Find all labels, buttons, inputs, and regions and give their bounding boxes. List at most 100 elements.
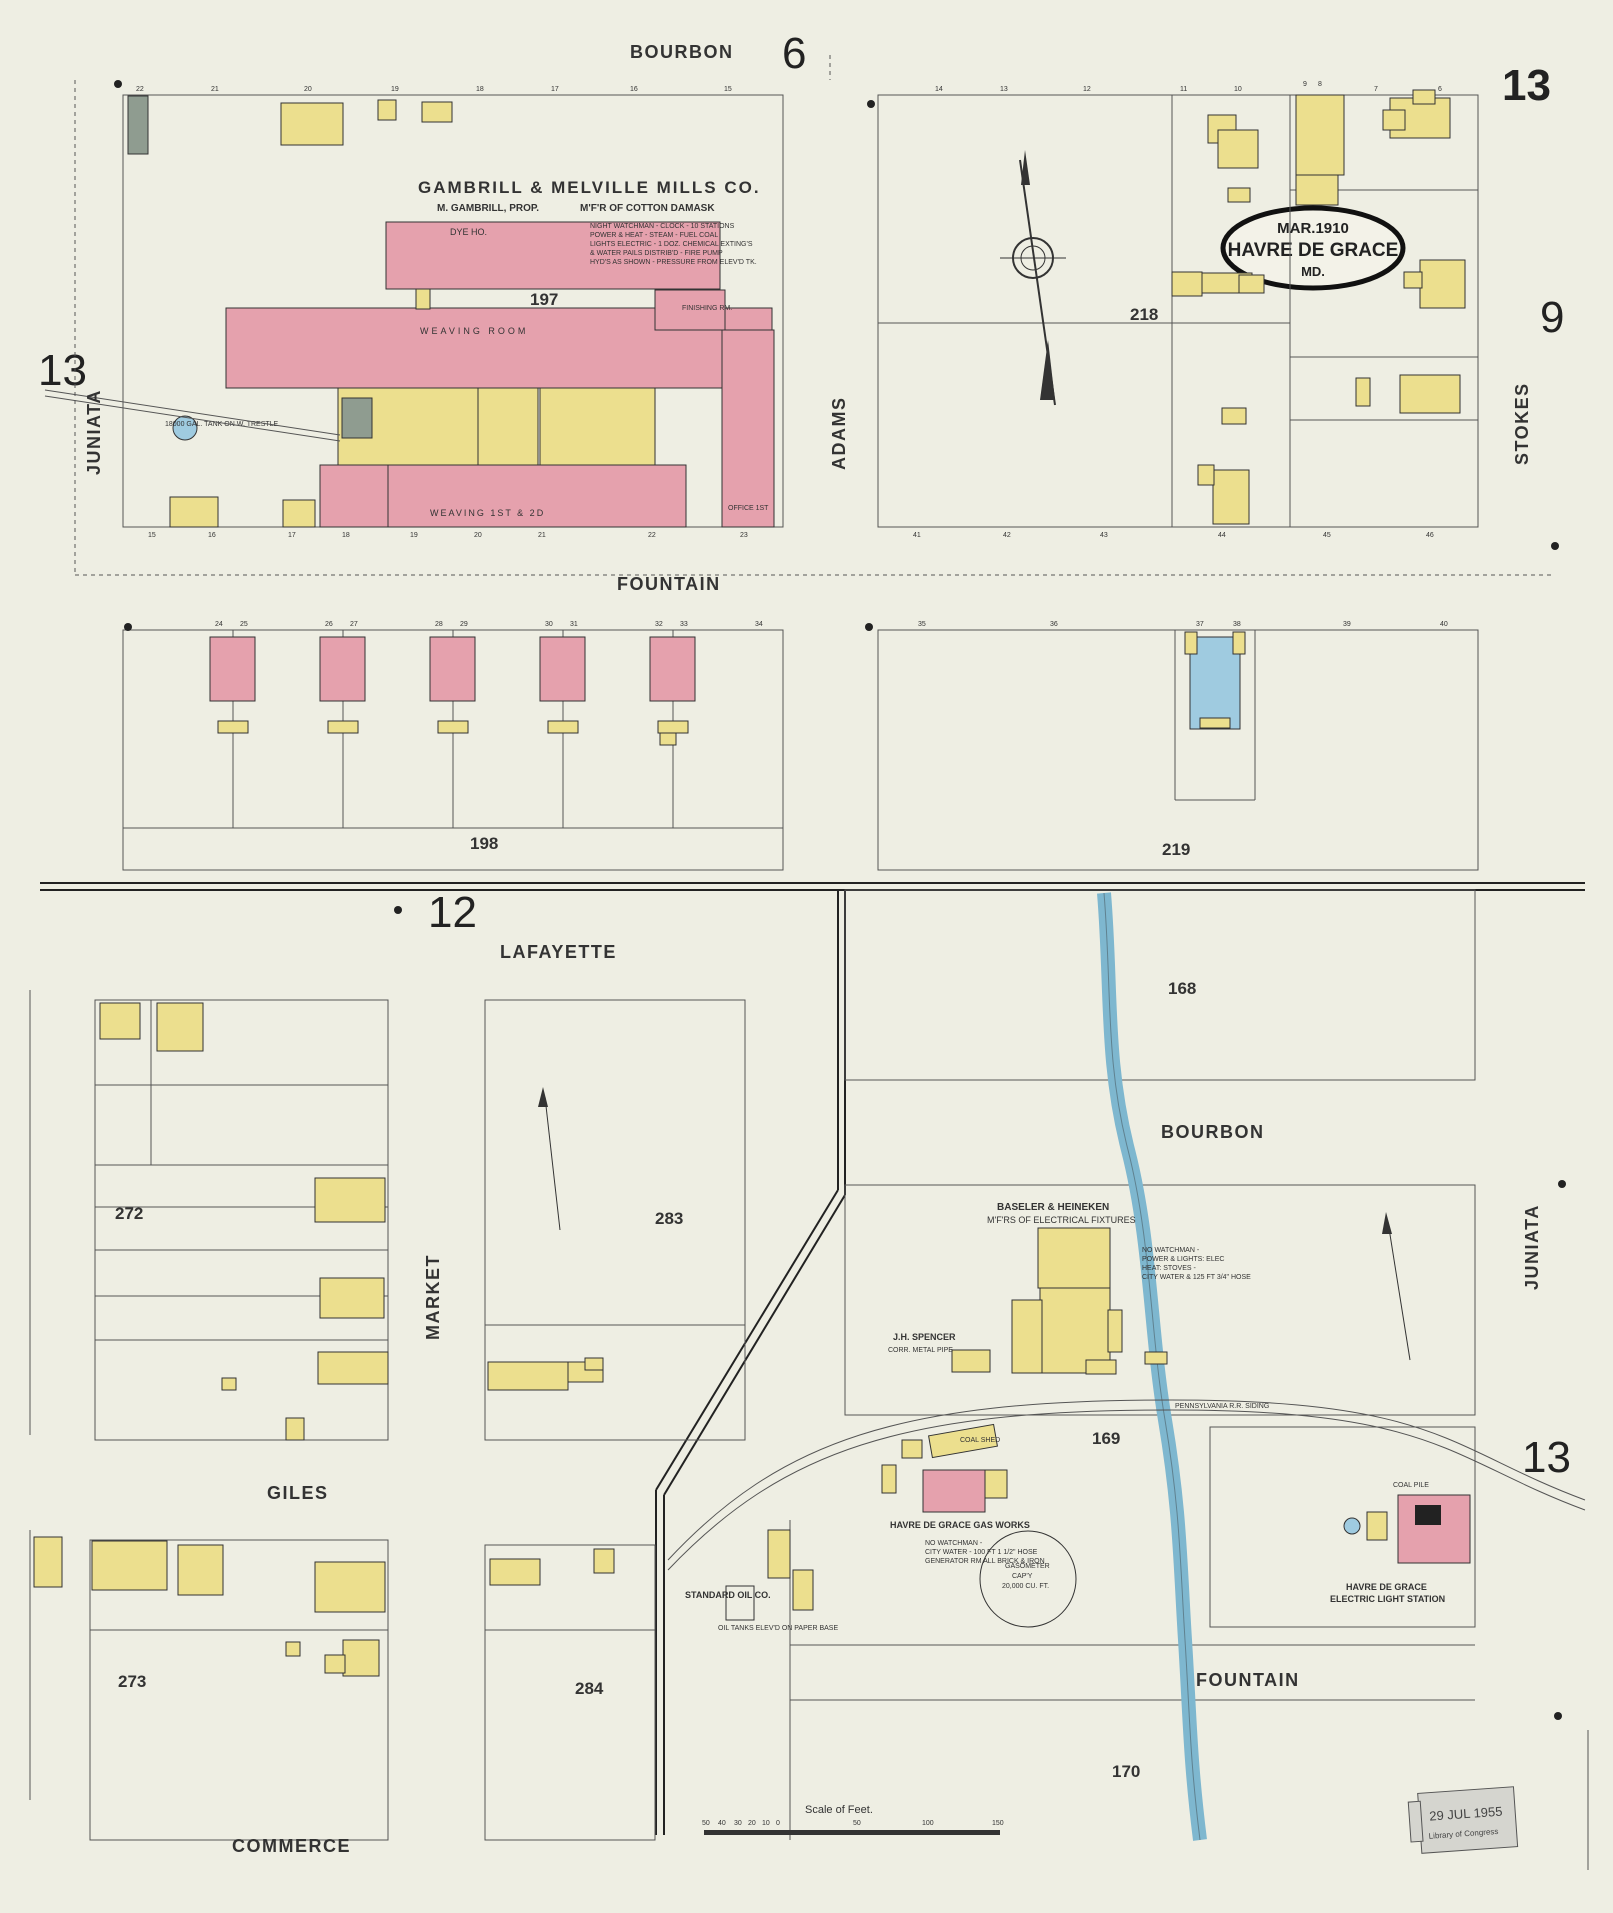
svg-text:16: 16: [630, 86, 638, 93]
svg-text:19: 19: [410, 532, 418, 539]
lot-numbers-top-right: 14 13 12 11 10 9 8 7 6: [935, 81, 1442, 93]
spencer-name: J.H. SPENCER: [893, 1332, 956, 1342]
baseler-note-3: HEAT: STOVES -: [1142, 1265, 1196, 1272]
engine-room: [341, 397, 373, 439]
gas-note-1: NO WATCHMAN -: [925, 1540, 983, 1547]
block-272-outline: [94, 999, 389, 1441]
svg-text:29: 29: [460, 621, 468, 628]
svg-text:22: 22: [648, 532, 656, 539]
street-commerce: COMMERCE: [232, 1836, 351, 1856]
svg-text:40: 40: [718, 1820, 726, 1827]
stamp-date: MAR.1910: [1277, 220, 1349, 237]
sheet-ref-left-upper: 13: [38, 346, 87, 395]
svg-text:32: 32: [655, 621, 663, 628]
oil-tanks-label: OIL TANKS ELEV'D ON PAPER BASE: [718, 1625, 838, 1632]
svg-text:38: 38: [1233, 621, 1241, 628]
stone-house: [1189, 636, 1241, 730]
svg-text:9: 9: [1303, 81, 1307, 88]
svg-text:8: 8: [1318, 81, 1322, 88]
svg-text:7: 7: [1374, 86, 1378, 93]
svg-text:12: 12: [1083, 86, 1091, 93]
street-bourbon-lower: BOURBON: [1161, 1122, 1265, 1142]
block-272: 272: [115, 1204, 143, 1223]
svg-text:20: 20: [474, 532, 482, 539]
standard-oil-label: STANDARD OIL CO.: [685, 1590, 771, 1600]
mill-note-4: & WATER PAILS DISTRIB'D - FIRE PUMP: [590, 250, 723, 257]
svg-text:34: 34: [755, 621, 763, 628]
stamp-state: MD.: [1301, 264, 1325, 279]
street-bourbon-top: BOURBON: [630, 42, 734, 62]
svg-text:28: 28: [435, 621, 443, 628]
electric-name-2: ELECTRIC LIGHT STATION: [1330, 1594, 1445, 1604]
svg-text:16: 16: [208, 532, 216, 539]
street-juniata-left: JUNIATA: [84, 389, 104, 475]
svg-text:23: 23: [740, 532, 748, 539]
coal-pile-label: COAL PILE: [1393, 1482, 1429, 1489]
baseler-note-2: POWER & LIGHTS: ELEC: [1142, 1256, 1224, 1263]
hydrant-dots: [114, 80, 1566, 1720]
svg-text:26: 26: [325, 621, 333, 628]
block-168: 168: [1168, 979, 1196, 998]
svg-text:10: 10: [1234, 86, 1242, 93]
gas-note-2: CITY WATER - 100 FT 1 1/2" HOSE: [925, 1549, 1038, 1556]
svg-text:27: 27: [350, 621, 358, 628]
baseler-note-4: CITY WATER & 125 FT 3/4" HOSE: [1142, 1274, 1251, 1281]
creek: [1097, 892, 1207, 1841]
dye-house-label: DYE HO.: [450, 227, 487, 237]
north-arrow-168: [1382, 1212, 1411, 1361]
svg-text:40: 40: [1440, 621, 1448, 628]
svg-text:50: 50: [853, 1820, 861, 1827]
svg-text:13: 13: [1000, 86, 1008, 93]
gasometer-label-3: 20,000 CU. FT.: [1002, 1583, 1049, 1590]
svg-text:10: 10: [762, 1820, 770, 1827]
coal-shed-label: COAL SHED: [960, 1437, 1000, 1444]
street-fountain-lower: FOUNTAIN: [1196, 1670, 1300, 1690]
block-197: 197: [530, 290, 558, 309]
street-juniata-right: JUNIATA: [1522, 1204, 1542, 1290]
row-198-houses: [209, 636, 696, 746]
mill-note-5: HYD'S AS SHOWN - PRESSURE FROM ELEV'D TK…: [590, 259, 757, 266]
svg-text:14: 14: [935, 86, 943, 93]
svg-text:15: 15: [724, 86, 732, 93]
lot-numbers-row198: 24 25 26 27 28 29 30 31 32 33 34: [215, 621, 763, 628]
scale-title: Scale of Feet.: [805, 1804, 873, 1816]
block-218-outline: [877, 94, 1479, 528]
sheet-ref-right: 9: [1540, 293, 1564, 342]
svg-text:39: 39: [1343, 621, 1351, 628]
library-stamp-date: 29 JUL 1955: [1429, 1804, 1503, 1824]
svg-text:18: 18: [476, 86, 484, 93]
block-284-outline: [484, 1544, 656, 1841]
gas-note-3: GENERATOR RM ALL BRICK & IRON: [925, 1558, 1045, 1565]
mill-note-2: POWER & HEAT - STEAM - FUEL COAL: [590, 232, 718, 239]
svg-text:20: 20: [748, 1820, 756, 1827]
svg-text:20: 20: [304, 86, 312, 93]
street-stokes: STOKES: [1512, 382, 1532, 465]
svg-text:35: 35: [918, 621, 926, 628]
svg-text:100: 100: [922, 1820, 934, 1827]
tank-note: 18000 GAL. TANK ON W. TRESTLE: [165, 421, 279, 428]
block-273-outline: [89, 1539, 389, 1841]
lot-numbers-fountain-north: 15 16 17 18 19 20 21 22 23: [148, 532, 748, 539]
block-273: 273: [118, 1672, 146, 1691]
svg-text:37: 37: [1196, 621, 1204, 628]
svg-text:6: 6: [1438, 86, 1442, 93]
svg-text:31: 31: [570, 621, 578, 628]
svg-text:33: 33: [680, 621, 688, 628]
svg-text:41: 41: [913, 532, 921, 539]
weaving-1st-label: WEAVING 1ST & 2D: [430, 508, 545, 518]
svg-text:21: 21: [211, 86, 219, 93]
gas-works-label: HAVRE DE GRACE GAS WORKS: [890, 1520, 1030, 1530]
svg-text:17: 17: [551, 86, 559, 93]
electric-lot-outline: [1209, 1426, 1476, 1628]
baseler-name: BASELER & HEINEKEN: [997, 1202, 1109, 1213]
mill-yard-bldg: [539, 387, 656, 466]
svg-text:30: 30: [734, 1820, 742, 1827]
dye-house: [385, 221, 721, 290]
block-218: 218: [1130, 305, 1158, 324]
lot-numbers-top-left: 22 21 20 19 18 17 16 15: [136, 86, 732, 93]
mill-complex: [172, 221, 775, 528]
svg-text:36: 36: [1050, 621, 1058, 628]
block-283-outline: [484, 999, 746, 1441]
block-284: 284: [575, 1679, 604, 1698]
